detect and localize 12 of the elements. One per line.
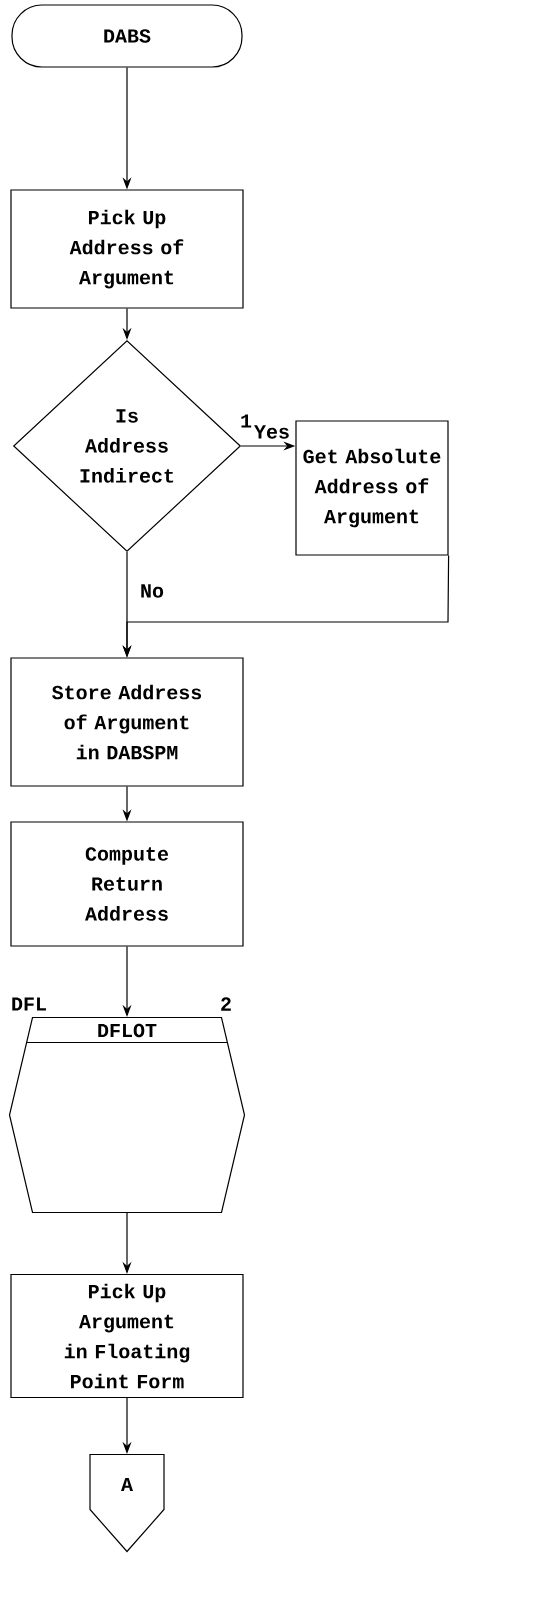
subroutine-hexagon: DFLOT (8, 1016, 246, 1214)
process-box: Compute Return Address (10, 821, 244, 947)
offpage-connector: A (89, 1453, 165, 1553)
edge-label: No (139, 583, 165, 599)
beside-label: 1 (241, 414, 252, 428)
process-box: Get Absolute Address of Argument (295, 420, 449, 556)
process-box: Store Address of Argument in DABSPM (10, 657, 244, 787)
process-box: Pick Up Argument in Floating Point Form (10, 1273, 244, 1399)
beside-label: DFL (12, 997, 46, 1011)
beside-label: 2 (221, 997, 231, 1011)
process-box: Pick Up Address of Argument (10, 189, 244, 309)
edge-label: Yes (253, 424, 291, 440)
